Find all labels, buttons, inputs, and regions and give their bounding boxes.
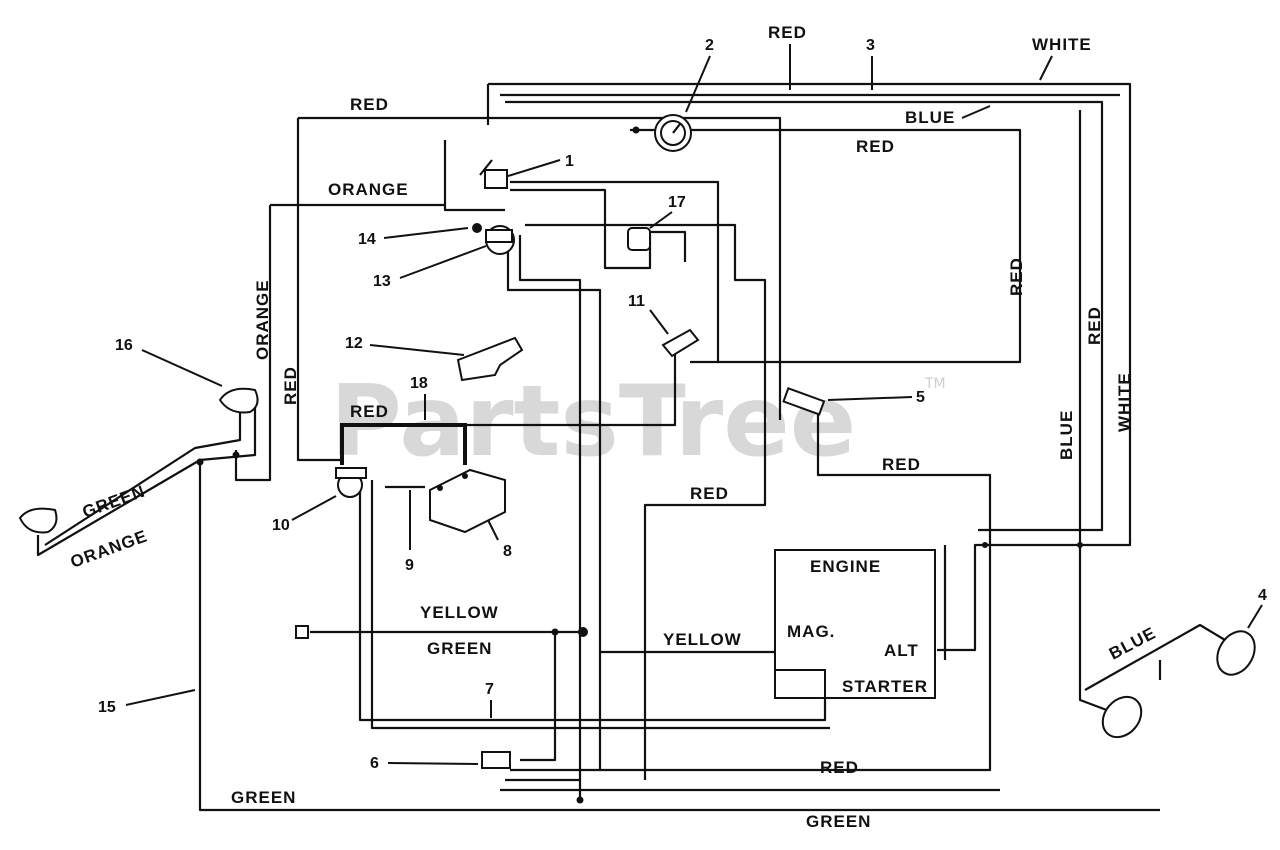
battery bbox=[429, 468, 506, 534]
label-green-left: GREEN bbox=[80, 482, 148, 522]
label-yellow-mid: YELLOW bbox=[663, 630, 742, 649]
connector-plug bbox=[295, 625, 309, 639]
tail-light-lower bbox=[1101, 695, 1143, 739]
label-white-vertical: WHITE bbox=[1115, 372, 1134, 432]
label-blue-top: BLUE bbox=[905, 108, 955, 127]
label-green-bottom: GREEN bbox=[806, 812, 871, 831]
label-orange-vertical: ORANGE bbox=[253, 279, 272, 360]
engine-mag: MAG. bbox=[787, 622, 835, 641]
seat-switch bbox=[661, 328, 700, 358]
label-red-under-blue: RED bbox=[856, 137, 895, 156]
callout-2: 2 bbox=[705, 37, 714, 54]
callout-4: 4 bbox=[1258, 587, 1267, 604]
label-green-bottom-left: GREEN bbox=[231, 788, 296, 807]
callout-17: 17 bbox=[668, 194, 686, 211]
label-white-top: WHITE bbox=[1032, 35, 1092, 54]
label-blue-right: BLUE bbox=[1106, 623, 1159, 663]
callout-12: 12 bbox=[345, 335, 363, 352]
fuse-holder bbox=[627, 227, 651, 251]
starter-solenoid bbox=[335, 467, 367, 498]
label-blue-vertical: BLUE bbox=[1057, 410, 1076, 460]
callout-18: 18 bbox=[410, 375, 428, 392]
light-switch bbox=[479, 159, 508, 189]
engine-block: ENGINE MAG. ALT STARTER bbox=[774, 549, 936, 699]
callout-15: 15 bbox=[98, 699, 116, 716]
callout-11: 11 bbox=[628, 293, 645, 310]
wires bbox=[36, 82, 1226, 812]
label-red-right: RED bbox=[882, 455, 921, 474]
wire-labels: RED WHITE RED BLUE RED ORANGE ORANGE RED… bbox=[68, 23, 1159, 831]
engine-starter: STARTER bbox=[842, 677, 928, 696]
label-red-bottom: RED bbox=[820, 758, 859, 777]
callout-14: 14 bbox=[358, 231, 376, 248]
callout-16: 16 bbox=[115, 337, 133, 354]
callout-7: 7 bbox=[485, 681, 494, 698]
callout-10: 10 bbox=[272, 517, 290, 534]
ammeter-gauge bbox=[654, 114, 692, 152]
label-red-mid: RED bbox=[690, 484, 729, 503]
watermark-tm: TM bbox=[924, 376, 946, 392]
watermark: PartsTree bbox=[330, 365, 856, 479]
neutral-switch bbox=[782, 387, 826, 416]
mounting-bracket bbox=[456, 336, 524, 382]
ignition-switch bbox=[472, 223, 515, 255]
callout-8: 8 bbox=[503, 543, 512, 560]
label-yellow-left: YELLOW bbox=[420, 603, 499, 622]
label-red-vertical-left: RED bbox=[281, 366, 300, 405]
label-green-mid: GREEN bbox=[427, 639, 492, 658]
callout-3: 3 bbox=[866, 37, 875, 54]
callout-1: 1 bbox=[565, 153, 574, 170]
headlight-upper bbox=[218, 387, 259, 414]
engine-alt: ALT bbox=[884, 641, 919, 660]
label-orange-left: ORANGE bbox=[68, 526, 150, 571]
callout-13: 13 bbox=[373, 273, 391, 290]
callout-9: 9 bbox=[405, 557, 414, 574]
label-red-vertical-right: RED bbox=[1007, 257, 1026, 296]
callout-6: 6 bbox=[370, 755, 379, 772]
callouts: 1 2 3 4 5 6 7 8 9 10 11 12 13 14 15 16 1… bbox=[98, 37, 1267, 772]
callout-5: 5 bbox=[916, 389, 925, 406]
engine-title: ENGINE bbox=[810, 557, 881, 576]
tail-light-upper bbox=[1216, 630, 1256, 676]
label-red-vertical-far: RED bbox=[1085, 306, 1104, 345]
label-red-battery: RED bbox=[350, 402, 389, 421]
pto-switch bbox=[481, 751, 511, 769]
label-red-left-top: RED bbox=[350, 95, 389, 114]
label-red-top: RED bbox=[768, 23, 807, 42]
headlight-lower bbox=[18, 507, 58, 534]
label-orange-top: ORANGE bbox=[328, 180, 409, 199]
